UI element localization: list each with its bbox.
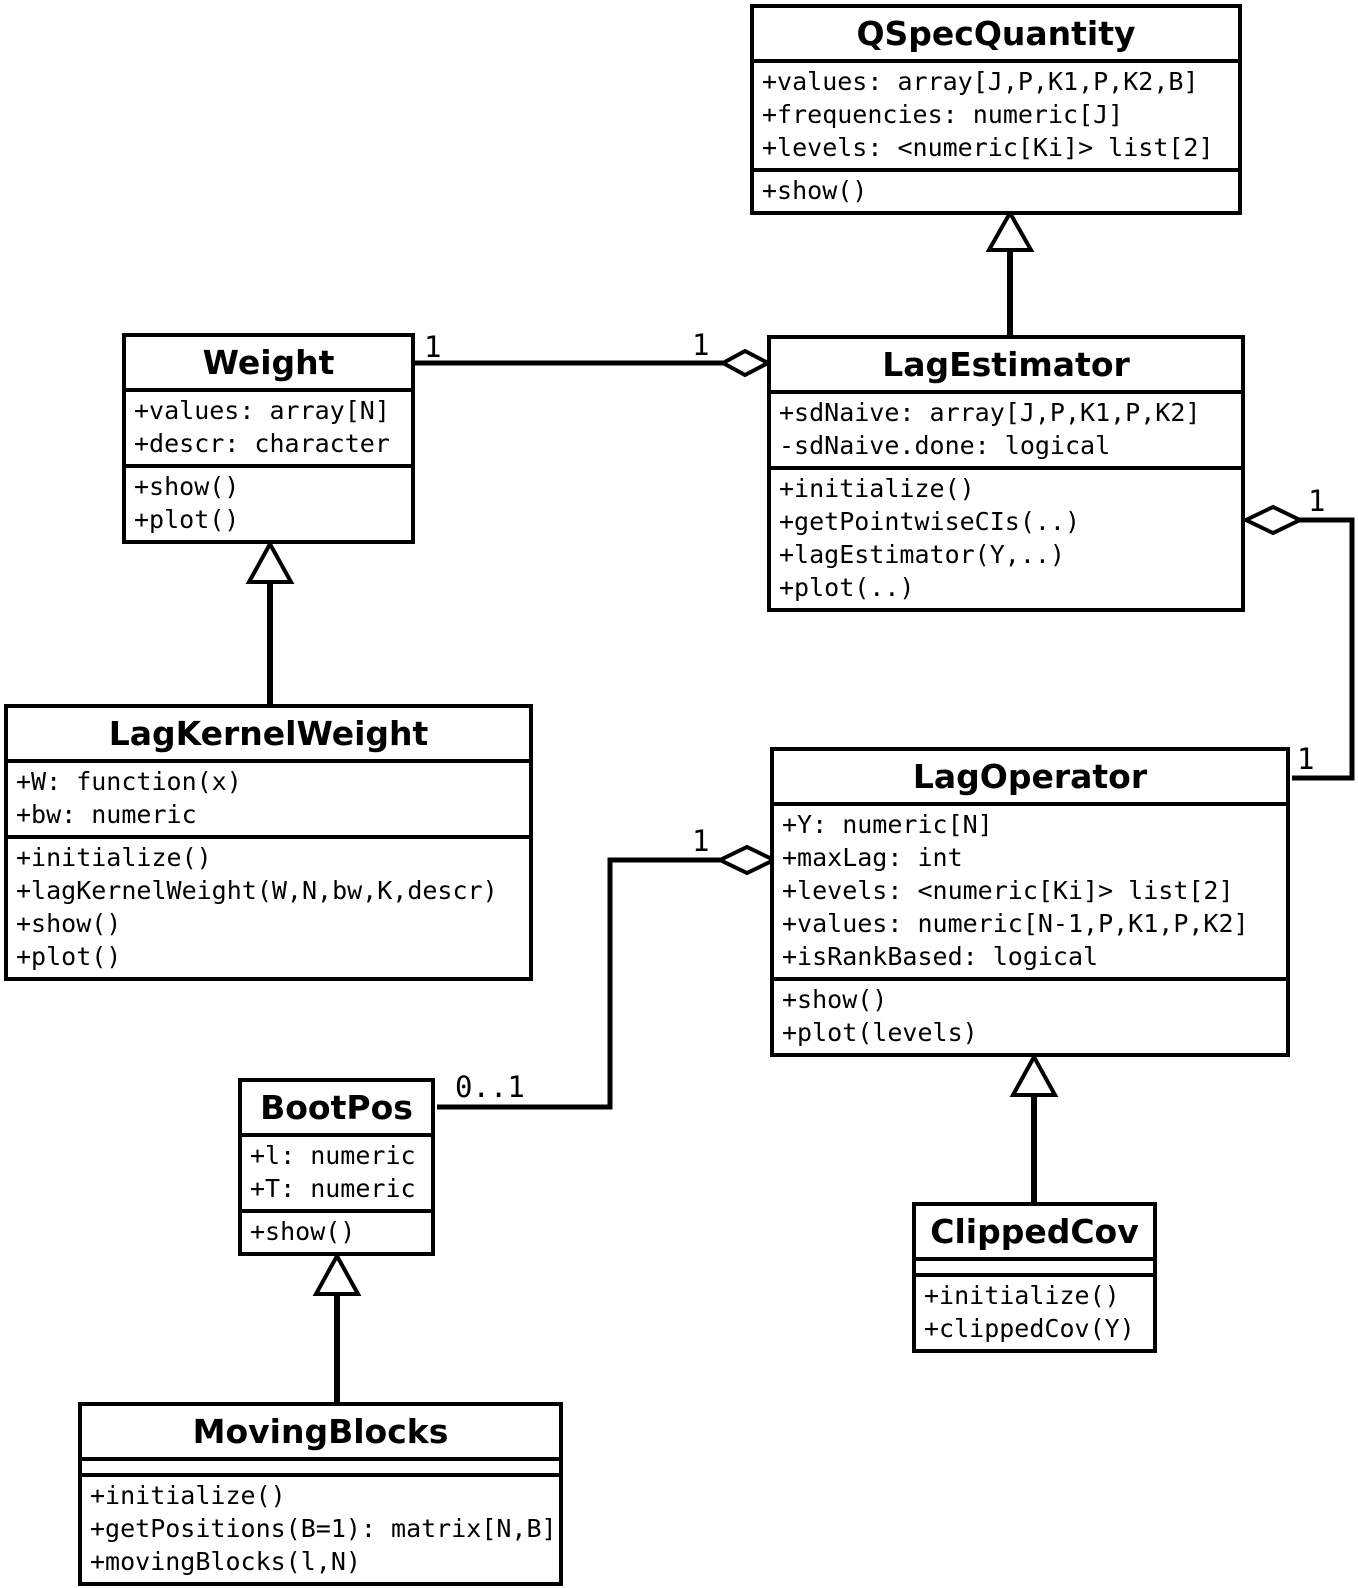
class-weight: Weight +values: array[N] +descr: charact… <box>122 333 415 544</box>
method: +initialize() <box>924 1281 1120 1310</box>
method: +show() <box>250 1217 356 1246</box>
attributes-section: +Y: numeric[N] +maxLag: int +levels: <nu… <box>774 806 1286 981</box>
multiplicity-label: 1 <box>1297 742 1315 776</box>
method: +initialize() <box>779 474 975 503</box>
method: +plot(levels) <box>782 1018 978 1047</box>
attribute: +isRankBased: logical <box>782 942 1099 971</box>
attribute: +values: array[J,P,K1,P,K2,B] <box>762 67 1199 96</box>
attribute: -sdNaive.done: logical <box>779 431 1111 460</box>
multiplicity-label: 0..1 <box>455 1070 525 1104</box>
attributes-section: +sdNaive: array[J,P,K1,P,K2] -sdNaive.do… <box>771 394 1241 470</box>
class-clippedcov: ClippedCov +initialize() +clippedCov(Y) <box>912 1202 1157 1353</box>
method: +initialize() <box>16 843 212 872</box>
method: +getPositions(B=1): matrix[N,B] <box>90 1514 557 1543</box>
attributes-section: +values: array[J,P,K1,P,K2,B] +frequenci… <box>754 63 1238 172</box>
class-movingblocks: MovingBlocks +initialize() +getPositions… <box>78 1402 563 1586</box>
attribute: +levels: <numeric[Ki]> list[2] <box>782 876 1234 905</box>
aggregation-weight-lagestimator <box>415 348 773 378</box>
method: +show() <box>762 176 868 205</box>
attribute: +maxLag: int <box>782 843 963 872</box>
methods-section: +initialize() +getPointwiseCIs(..) +lagE… <box>771 470 1241 608</box>
class-title: Weight <box>126 337 411 392</box>
attribute: +descr: character <box>134 429 390 458</box>
class-title: LagKernelWeight <box>8 708 529 763</box>
class-lagoperator: LagOperator +Y: numeric[N] +maxLag: int … <box>770 747 1290 1057</box>
attributes-section-empty <box>916 1261 1153 1277</box>
method: +plot(..) <box>779 573 915 602</box>
class-qspecquantity: QSpecQuantity +values: array[J,P,K1,P,K2… <box>750 4 1242 215</box>
method: +movingBlocks(l,N) <box>90 1547 361 1576</box>
inheritance-clippedcov-lagoperator <box>1009 1052 1059 1204</box>
multiplicity-label: 1 <box>692 824 710 858</box>
method: +plot() <box>134 505 240 534</box>
attribute: +Y: numeric[N] <box>782 810 993 839</box>
attributes-section: +W: function(x) +bw: numeric <box>8 763 529 839</box>
multiplicity-label: 1 <box>1308 484 1326 518</box>
attribute: +T: numeric <box>250 1174 416 1203</box>
method: +initialize() <box>90 1481 286 1510</box>
attribute: +levels: <numeric[Ki]> list[2] <box>762 133 1214 162</box>
method: +plot() <box>16 942 122 971</box>
methods-section: +initialize() +clippedCov(Y) <box>916 1277 1153 1349</box>
attribute: +values: array[N] <box>134 396 390 425</box>
attribute: +frequencies: numeric[J] <box>762 100 1124 129</box>
attribute: +values: numeric[N-1,P,K1,P,K2] <box>782 909 1249 938</box>
attributes-section-empty <box>82 1461 559 1477</box>
method: +getPointwiseCIs(..) <box>779 507 1081 536</box>
class-lagkernelweight: LagKernelWeight +W: function(x) +bw: num… <box>4 704 533 981</box>
class-title: MovingBlocks <box>82 1406 559 1461</box>
class-title: QSpecQuantity <box>754 8 1238 63</box>
class-bootpos: BootPos +l: numeric +T: numeric +show() <box>238 1078 435 1256</box>
methods-section: +initialize() +lagKernelWeight(W,N,bw,K,… <box>8 839 529 977</box>
method: +lagKernelWeight(W,N,bw,K,descr) <box>16 876 498 905</box>
inheritance-lagkernelweight-weight <box>245 539 295 707</box>
method: +show() <box>16 909 122 938</box>
methods-section: +show() +plot(levels) <box>774 981 1286 1053</box>
class-title: LagEstimator <box>771 339 1241 394</box>
class-title: ClippedCov <box>916 1206 1153 1261</box>
attribute: +bw: numeric <box>16 800 197 829</box>
inheritance-lagestimator-qspecquantity <box>985 208 1035 335</box>
aggregation-lagestimator-lagoperator <box>1241 504 1355 781</box>
attribute: +sdNaive: array[J,P,K1,P,K2] <box>779 398 1201 427</box>
inheritance-movingblocks-bootpos <box>312 1251 362 1404</box>
multiplicity-label: 1 <box>692 328 710 362</box>
attributes-section: +l: numeric +T: numeric <box>242 1137 431 1213</box>
methods-section: +show() +plot() <box>126 468 411 540</box>
attributes-section: +values: array[N] +descr: character <box>126 392 411 468</box>
method: +show() <box>134 472 240 501</box>
attribute: +W: function(x) <box>16 767 242 796</box>
attribute: +l: numeric <box>250 1141 416 1170</box>
method: +lagEstimator(Y,..) <box>779 540 1065 569</box>
class-title: BootPos <box>242 1082 431 1137</box>
multiplicity-label: 1 <box>424 330 442 364</box>
method: +clippedCov(Y) <box>924 1314 1135 1343</box>
method: +show() <box>782 985 888 1014</box>
methods-section: +initialize() +getPositions(B=1): matrix… <box>82 1477 559 1582</box>
methods-section: +show() <box>754 172 1238 211</box>
methods-section: +show() <box>242 1213 431 1252</box>
class-lagestimator: LagEstimator +sdNaive: array[J,P,K1,P,K2… <box>767 335 1245 612</box>
class-title: LagOperator <box>774 751 1286 806</box>
